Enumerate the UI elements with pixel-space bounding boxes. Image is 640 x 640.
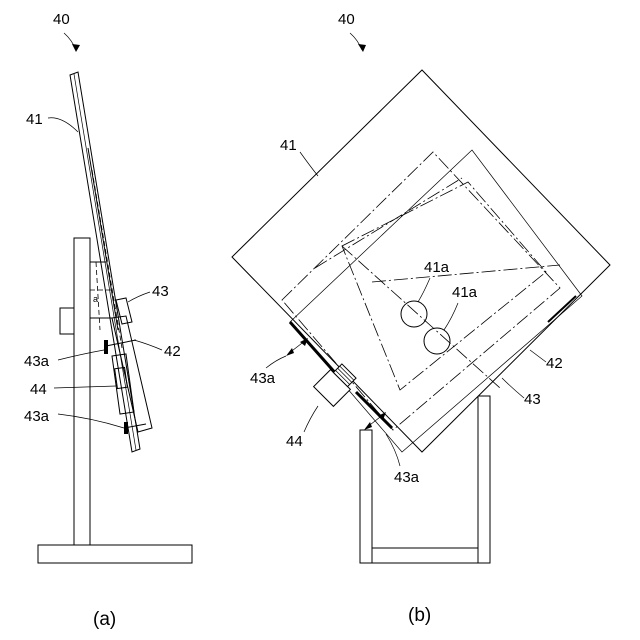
leader-43-a (128, 292, 150, 302)
arrowhead (364, 422, 372, 430)
label-41a-2-b: 41a (452, 284, 478, 301)
leader-43a-bottom-b (386, 434, 400, 466)
pole-clamp (60, 308, 74, 334)
figure-a-labels: 40 41 43 42 43a 44 43a (a) (24, 11, 181, 630)
leader-43a-left-b (266, 356, 286, 368)
leader-41-b (300, 152, 318, 176)
stand-leg-right (478, 396, 490, 563)
label-43a-bottom-a: 43a (24, 408, 50, 425)
leader-43-b (502, 378, 524, 398)
label-43a-bottom-b: 43a (394, 469, 420, 486)
label-41-a: 41 (26, 111, 43, 128)
figure-a-side-view: a (38, 72, 192, 563)
stand-leg-left (360, 430, 372, 563)
caption-b: (b) (408, 605, 431, 626)
label-44-a: 44 (30, 381, 47, 398)
label-40-a: 40 (53, 11, 70, 28)
leader-43a-top-a (58, 350, 104, 360)
leader-43a-bottom-a (58, 414, 124, 428)
leader-44-b (304, 406, 318, 432)
pad-43a-bottom (124, 422, 128, 434)
mount-plate (112, 316, 152, 432)
caption-a: (a) (93, 609, 116, 630)
bracket-arm (106, 340, 136, 346)
camera-unit (112, 354, 134, 414)
leader-41-a (48, 118, 78, 132)
arrowhead (286, 348, 294, 356)
stand-pole (74, 238, 90, 545)
pad-43a-top (104, 340, 108, 354)
label-40-b: 40 (338, 11, 355, 28)
stand-base (38, 545, 192, 563)
label-44-b: 44 (286, 433, 303, 450)
label-41a-1-b: 41a (424, 259, 450, 276)
leader-42-b (530, 350, 546, 362)
dimension-mark: a (93, 294, 98, 304)
label-43a-top-a: 43a (24, 353, 50, 370)
label-43-a: 43 (152, 283, 169, 300)
label-43-b: 43 (524, 391, 541, 408)
display-panel-front (232, 70, 610, 452)
panel-face-line (74, 74, 136, 450)
leader-44-a (54, 386, 116, 388)
arrowhead (358, 44, 366, 52)
hidden-line (92, 170, 122, 348)
label-42-a: 42 (164, 343, 181, 360)
arrowhead (72, 44, 80, 52)
label-43a-left-b: 43a (250, 370, 276, 387)
label-42-b: 42 (546, 355, 563, 372)
label-41-b: 41 (280, 137, 297, 154)
leader-42-a (134, 340, 162, 350)
